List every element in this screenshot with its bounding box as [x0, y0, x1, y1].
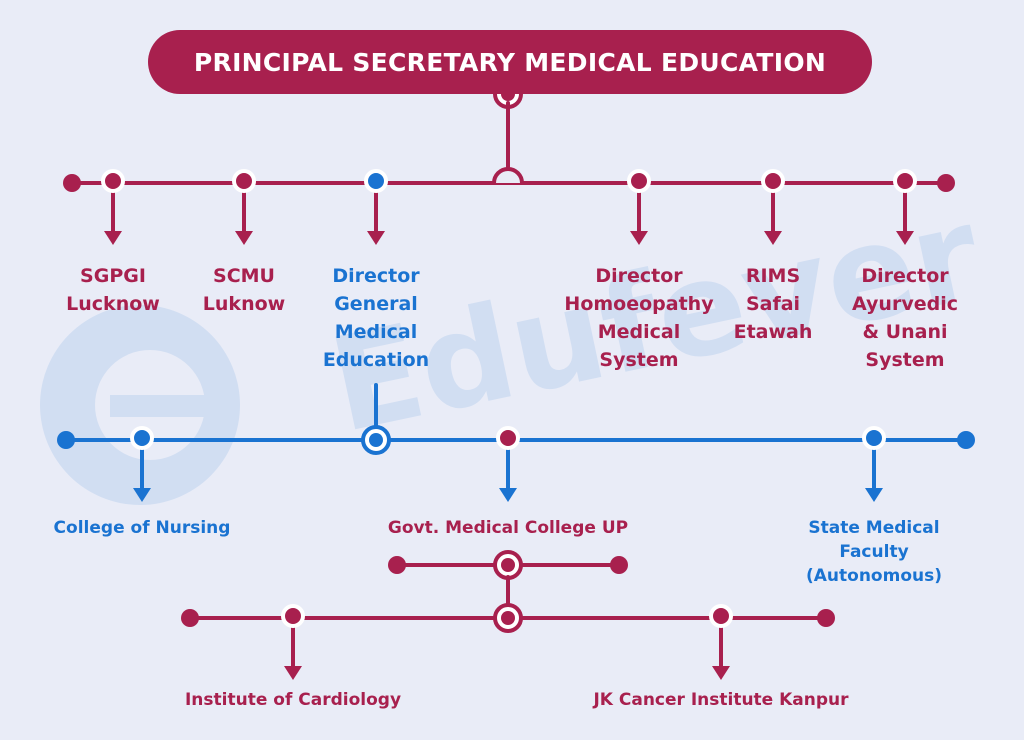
node-homoeopathy-label: Director Homoeopathy Medical System	[564, 265, 714, 371]
level2-bus-left-end	[57, 431, 75, 449]
arrow-rims-head	[764, 231, 782, 245]
node-sgpgi-dot	[101, 169, 125, 193]
node-smf-label: State Medical Faculty (Autonomous)	[806, 518, 942, 586]
node-ayurvedic-dot	[893, 169, 917, 193]
arrow-nursing-head	[133, 488, 151, 502]
node-dgme-dot	[364, 169, 388, 193]
watermark-e-icon	[40, 305, 240, 505]
arrow-dgme-head	[367, 231, 385, 245]
level3-bus-left-end	[181, 609, 199, 627]
gmc-hub-core	[501, 558, 515, 572]
arrow-homoeopathy-head	[630, 231, 648, 245]
node-jk-dot	[709, 604, 733, 628]
arrow-cardiology-head	[284, 666, 302, 680]
node-jk-label: JK Cancer Institute Kanpur	[593, 690, 849, 710]
level3-hub-core	[501, 611, 515, 625]
chart-title: PRINCIPAL SECRETARY MEDICAL EDUCATION	[193, 47, 827, 77]
node-nursing-label: College of Nursing	[53, 518, 231, 538]
node-cardiology-dot	[281, 604, 305, 628]
node-gmc-dot	[496, 426, 520, 450]
node-rims-dot	[761, 169, 785, 193]
level1-bus-junction	[492, 167, 524, 184]
level1-bus-right-end	[937, 174, 955, 192]
node-homoeopathy-dot	[627, 169, 651, 193]
node-smf-dot	[862, 426, 886, 450]
arrow-scmu-head	[235, 231, 253, 245]
node-rims-label: RIMS Safai Etawah	[733, 265, 813, 343]
node-ayurvedic-label: Director Ayurvedic & Unani System	[852, 265, 958, 371]
level3-bus-right-end	[817, 609, 835, 627]
node-dgme-label: Director General Medical Education	[322, 265, 430, 371]
node-gmc-label: Govt. Medical College UP	[387, 518, 629, 538]
arrow-jk-head	[712, 666, 730, 680]
node-sgpgi-label: SGPGI Lucknow	[66, 265, 160, 315]
node-scmu-label: SCMU Luknow	[202, 265, 286, 315]
level2-bus-right-end	[957, 431, 975, 449]
title-pill: PRINCIPAL SECRETARY MEDICAL EDUCATION	[148, 30, 872, 94]
node-scmu-dot	[232, 169, 256, 193]
node-nursing-dot	[130, 426, 154, 450]
arrow-gmc-head	[499, 488, 517, 502]
level2-hub-core	[369, 433, 383, 447]
arrow-sgpgi-head	[104, 231, 122, 245]
node-cardiology-label: Institute of Cardiology	[184, 690, 402, 710]
gmc-bus-right-end	[610, 556, 628, 574]
arrow-ayurvedic-head	[896, 231, 914, 245]
level1-bus-left-end	[63, 174, 81, 192]
watermark-logo: Edufever	[20, 177, 1010, 520]
arrow-smf-head	[865, 488, 883, 502]
gmc-bus-left-end	[388, 556, 406, 574]
